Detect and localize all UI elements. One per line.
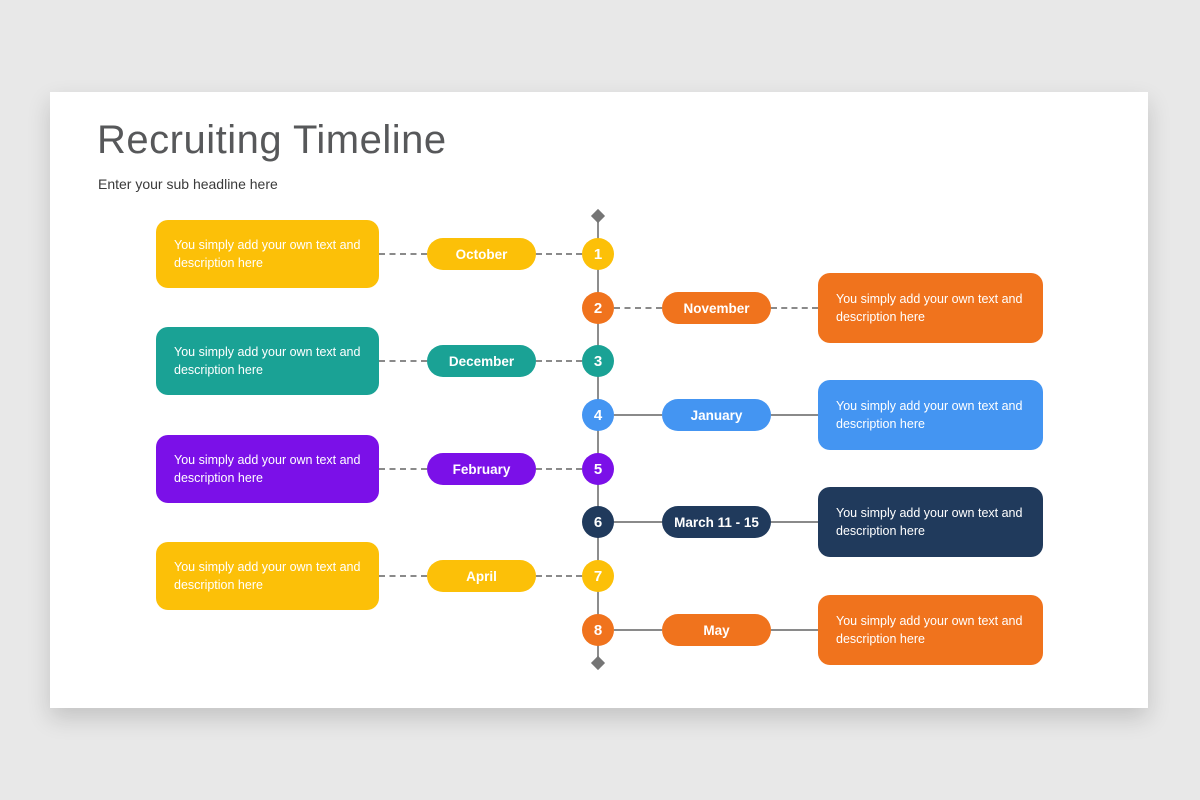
step-circle-3: 3 <box>582 345 614 377</box>
step-circle-5: 5 <box>582 453 614 485</box>
connector <box>771 307 818 309</box>
connector <box>771 629 818 631</box>
month-pill-march: March 11 - 15 <box>662 506 771 538</box>
card-april: You simply add your own text and descrip… <box>156 542 379 610</box>
connector <box>771 414 818 416</box>
card-may: You simply add your own text and descrip… <box>818 595 1043 665</box>
card-text: You simply add your own text and descrip… <box>174 237 361 271</box>
axis-end-diamond-icon <box>590 655 606 671</box>
month-pill-april: April <box>427 560 536 592</box>
card-text: You simply add your own text and descrip… <box>174 452 361 486</box>
card-october: You simply add your own text and descrip… <box>156 220 379 288</box>
card-november: You simply add your own text and descrip… <box>818 273 1043 343</box>
step-circle-6: 6 <box>582 506 614 538</box>
timeline-axis <box>597 216 599 663</box>
month-pill-february: February <box>427 453 536 485</box>
card-text: You simply add your own text and descrip… <box>836 398 1023 432</box>
card-text: You simply add your own text and descrip… <box>836 613 1023 647</box>
card-text: You simply add your own text and descrip… <box>836 505 1023 539</box>
connector <box>614 521 662 523</box>
card-text: You simply add your own text and descrip… <box>174 344 361 378</box>
month-pill-october: October <box>427 238 536 270</box>
step-circle-7: 7 <box>582 560 614 592</box>
connector <box>379 253 427 255</box>
card-december: You simply add your own text and descrip… <box>156 327 379 395</box>
step-circle-2: 2 <box>582 292 614 324</box>
card-text: You simply add your own text and descrip… <box>174 559 361 593</box>
card-january: You simply add your own text and descrip… <box>818 380 1043 450</box>
step-circle-8: 8 <box>582 614 614 646</box>
slide: Recruiting Timeline Enter your sub headl… <box>50 92 1148 708</box>
connector <box>536 575 582 577</box>
connector <box>379 575 427 577</box>
card-march: You simply add your own text and descrip… <box>818 487 1043 557</box>
connector <box>614 307 662 309</box>
step-circle-1: 1 <box>582 238 614 270</box>
connector <box>379 468 427 470</box>
connector <box>771 521 818 523</box>
connector <box>614 414 662 416</box>
month-pill-may: May <box>662 614 771 646</box>
axis-start-diamond-icon <box>590 208 606 224</box>
month-pill-december: December <box>427 345 536 377</box>
month-pill-january: January <box>662 399 771 431</box>
connector <box>614 629 662 631</box>
card-february: You simply add your own text and descrip… <box>156 435 379 503</box>
card-text: You simply add your own text and descrip… <box>836 291 1023 325</box>
page-title: Recruiting Timeline <box>97 118 447 162</box>
month-pill-november: November <box>662 292 771 324</box>
connector <box>536 253 582 255</box>
page-subtitle: Enter your sub headline here <box>98 176 278 192</box>
connector <box>379 360 427 362</box>
connector <box>536 468 582 470</box>
connector <box>536 360 582 362</box>
step-circle-4: 4 <box>582 399 614 431</box>
